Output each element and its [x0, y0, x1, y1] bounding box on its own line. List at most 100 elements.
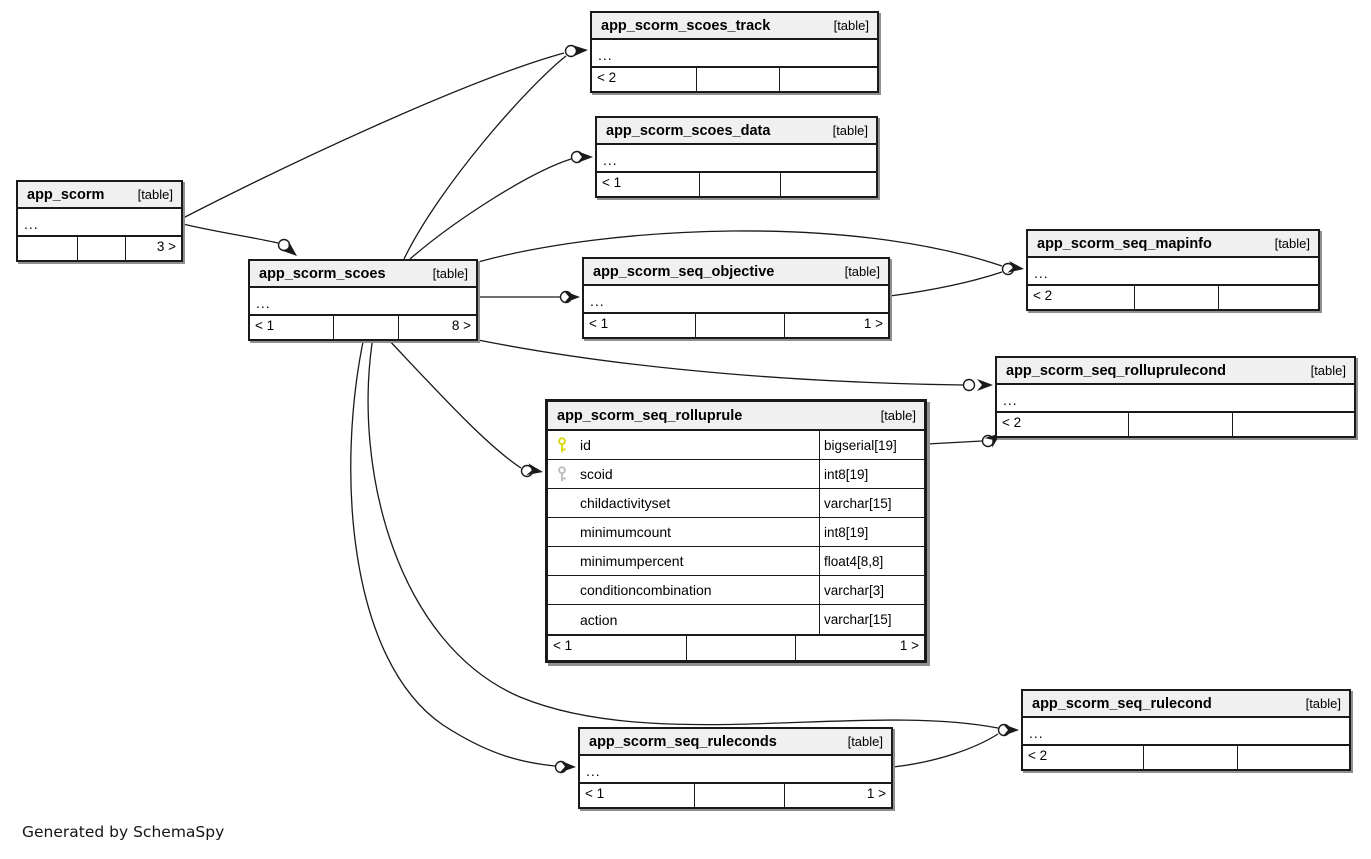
edge-app_scorm_seq_objective-to-app_scorm_seq_mapinfo [889, 271, 1003, 297]
table-header: app_scorm [table] [18, 182, 181, 209]
table-type-tag: [table] [137, 187, 173, 202]
footer-right [1219, 286, 1318, 309]
table-header: app_scorm_scoes [table] [250, 261, 476, 288]
table-name: app_scorm_seq_ruleconds [589, 733, 777, 750]
table-app-scorm-scoes-data[interactable]: app_scorm_scoes_data [table] ... < 1 [595, 116, 878, 198]
table-app-scorm-seq-rolluprulecond[interactable]: app_scorm_seq_rolluprulecond [table] ...… [995, 356, 1356, 438]
table-footer: < 1 8 > [250, 314, 476, 339]
column-name: action [580, 611, 618, 628]
footer-left: < 1 [584, 314, 697, 337]
column-type: bigserial[19] [824, 437, 897, 453]
table-name: app_scorm_seq_objective [593, 263, 775, 280]
table-footer: < 2 [592, 66, 877, 91]
column-row-scoid[interactable]: scoid int8[19] [548, 460, 924, 489]
table-name: app_scorm_seq_rulecond [1032, 695, 1212, 712]
table-ellipsis: ... [1003, 392, 1018, 408]
table-footer: < 1 [597, 171, 876, 196]
column-type: varchar[15] [824, 612, 892, 627]
edge-arrowhead [1007, 260, 1024, 273]
footer-mid [334, 316, 400, 339]
edge-app_scorm_scoes-to-app_scorm_seq_rulecond [367, 336, 999, 729]
footer-left: < 1 [548, 636, 688, 660]
column-type: int8[19] [824, 524, 869, 540]
table-app-scorm-seq-rulecond[interactable]: app_scorm_seq_rulecond [table] ... < 2 [1021, 689, 1351, 771]
edge-app_scorm_scoes-to-app_scorm_seq_rolluprule [385, 336, 522, 469]
footer-right [1238, 746, 1349, 769]
footer-left: < 2 [592, 68, 698, 91]
column-row-minimumpercent[interactable]: minimumpercent float4[8,8] [548, 547, 924, 576]
edge-arrowhead [564, 291, 580, 303]
footer-left: < 2 [997, 413, 1130, 436]
footer-mid [695, 784, 786, 807]
table-name: app_scorm_seq_rolluprule [557, 407, 743, 424]
footer-right: 1 > [899, 638, 919, 653]
edge-arrowhead [577, 151, 593, 163]
column-type: varchar[3] [824, 582, 885, 598]
footer-mid [1129, 413, 1233, 436]
table-ellipsis: ... [1034, 265, 1049, 281]
table-footer: < 1 1 > [584, 312, 888, 337]
edge-arrowhead [1003, 724, 1019, 736]
table-type-tag: [table] [833, 18, 869, 33]
generated-by-note: Generated by SchemaSpy [22, 823, 225, 841]
footer-right [1233, 413, 1354, 436]
table-app-scorm-scoes[interactable]: app_scorm_scoes [table] ... < 1 8 > [248, 259, 478, 341]
column-row-id[interactable]: id bigserial[19] [548, 431, 924, 460]
table-app-scorm-seq-ruleconds[interactable]: app_scorm_seq_ruleconds [table] ... < 1 … [578, 727, 893, 809]
table-ellipsis: ... [256, 295, 271, 311]
column-row-childactivityset[interactable]: childactivityset varchar[15] [548, 489, 924, 518]
edge-endpoint-circle [564, 44, 578, 58]
edge-app_scorm_scoes-to-app_scorm_scoes_data [409, 158, 572, 260]
table-type-tag: [table] [847, 734, 883, 749]
footer-left: < 1 [597, 173, 701, 196]
edge-arrowhead [526, 463, 543, 476]
table-app-scorm[interactable]: app_scorm [table] ... 3 > [16, 180, 183, 262]
column-type: float4[8,8] [824, 553, 884, 569]
footer-right [781, 173, 876, 196]
edge-app_scorm_scoes-to-app_scorm_scoes_track [403, 55, 567, 260]
edge-app_scorm-to-app_scorm_scoes [182, 223, 279, 244]
column-row-conditioncombination[interactable]: conditioncombination varchar[3] [548, 576, 924, 605]
edge-arrowhead [571, 44, 588, 57]
footer-left [18, 237, 79, 260]
column-name: childactivityset [580, 495, 671, 511]
edge-arrowhead [280, 241, 297, 256]
table-name: app_scorm_scoes_track [601, 17, 771, 34]
column-type: varchar[15] [824, 495, 892, 511]
footer-right [780, 68, 877, 91]
table-app-scorm-seq-mapinfo[interactable]: app_scorm_seq_mapinfo [table] ... < 2 [1026, 229, 1320, 311]
footer-mid [78, 237, 126, 260]
column-name: minimumpercent [580, 553, 684, 569]
footer-mid [1144, 746, 1239, 769]
table-type-tag: [table] [1274, 236, 1310, 251]
table-app-scorm-seq-objective[interactable]: app_scorm_seq_objective [table] ... < 1 … [582, 257, 890, 339]
edge-app_scorm_scoes-to-app_scorm_seq_mapinfo [477, 230, 1003, 267]
table-type-tag: [table] [1310, 363, 1346, 378]
column-type: int8[19] [824, 466, 869, 482]
column-name: id [580, 437, 591, 453]
primary-key-icon [556, 437, 580, 453]
footer-mid [687, 636, 797, 660]
table-name: app_scorm_scoes [259, 265, 386, 282]
table-type-tag: [table] [832, 123, 868, 138]
table-header: app_scorm_seq_rulecond [table] [1023, 691, 1349, 718]
footer-mid [700, 173, 782, 196]
table-app-scorm-seq-rolluprule[interactable]: app_scorm_seq_rolluprule [table] id bigs… [545, 399, 927, 663]
table-ellipsis: ... [590, 293, 605, 309]
table-header: app_scorm_seq_mapinfo [table] [1028, 231, 1318, 258]
column-row-minimumcount[interactable]: minimumcount int8[19] [548, 518, 924, 547]
footer-left: < 2 [1023, 746, 1144, 769]
table-header: app_scorm_seq_rolluprule [table] [548, 402, 924, 431]
footer-left: < 1 [580, 784, 696, 807]
footer-left: < 2 [1028, 286, 1136, 309]
table-name: app_scorm_seq_rolluprulecond [1006, 362, 1226, 379]
table-header: app_scorm_seq_objective [table] [584, 259, 888, 286]
table-app-scorm-scoes-track[interactable]: app_scorm_scoes_track [table] ... < 2 [590, 11, 879, 93]
edge-app_scorm_scoes-to-app_scorm_seq_ruleconds [350, 336, 556, 767]
table-header: app_scorm_seq_rolluprulecond [table] [997, 358, 1354, 385]
column-row-action[interactable]: action varchar[15] [548, 605, 924, 634]
column-name: conditioncombination [580, 582, 712, 598]
footer-right: 8 > [451, 318, 471, 333]
